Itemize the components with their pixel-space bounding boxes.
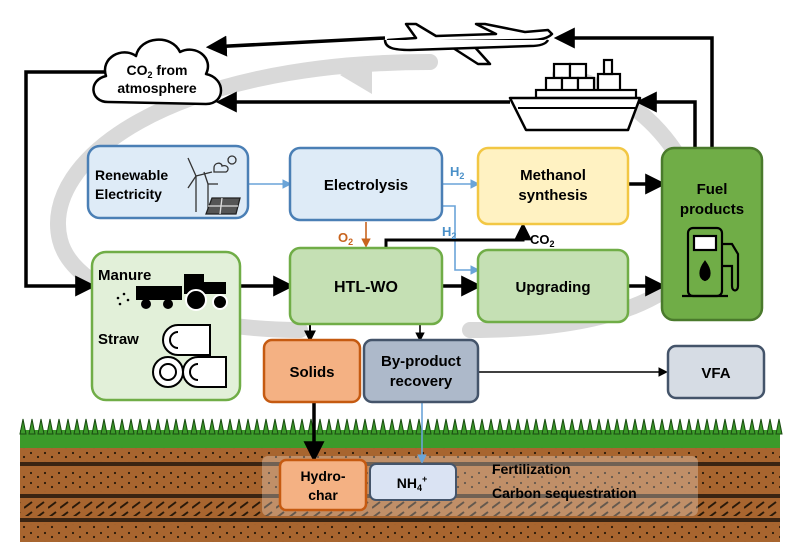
fuel-products-label-2: products xyxy=(680,201,744,218)
fuel-pump-icon xyxy=(682,226,740,298)
hydrochar-label-1: Hydro- xyxy=(300,468,345,484)
upgrading-label: Upgrading xyxy=(516,279,591,296)
vfa-node: VFA xyxy=(666,344,766,400)
wind-solar-icon xyxy=(187,155,241,215)
nh4-node: NH4+ xyxy=(369,463,457,501)
co2-cloud: CO2 from atmosphere xyxy=(92,38,223,106)
byproduct-label-2: recovery xyxy=(390,373,453,390)
htl-wo-label: HTL-WO xyxy=(334,279,398,296)
airplane-icon xyxy=(383,22,554,66)
ship-icon xyxy=(508,58,642,132)
solids-node: Solids xyxy=(262,338,362,404)
straw-bales-icon xyxy=(152,324,227,388)
hydrochar-node: Hydro- char xyxy=(278,458,368,512)
solids-label: Solids xyxy=(289,364,334,381)
byproduct-recovery-node: By-product recovery xyxy=(362,338,480,404)
h2-label-mid: H2 xyxy=(442,224,456,241)
grass xyxy=(19,418,783,448)
fuel-products-label-1: Fuel xyxy=(697,181,728,198)
co2-cloud-line2: atmosphere xyxy=(117,80,197,96)
renewable-label-1: Renewable xyxy=(95,167,168,183)
biomass-node: Manure Straw xyxy=(90,250,242,402)
methanol-label-2: synthesis xyxy=(518,187,587,204)
byproduct-label-1: By-product xyxy=(381,353,461,370)
methanol-synthesis-node: Methanol synthesis xyxy=(476,146,630,226)
manure-label: Manure xyxy=(98,267,151,284)
straw-label: Straw xyxy=(98,331,139,348)
htl-wo-node: HTL-WO xyxy=(288,246,444,326)
arrows xyxy=(24,27,714,464)
electrolysis-node: Electrolysis xyxy=(288,146,444,222)
renewable-label-2: Electricity xyxy=(95,186,162,202)
nh4-label: NH4+ xyxy=(397,474,428,493)
carbon-sequestration-label: Carbon sequestration xyxy=(492,485,637,501)
co2-cloud-line1: CO2 from xyxy=(126,62,187,80)
vfa-label: VFA xyxy=(701,365,730,382)
methanol-label-1: Methanol xyxy=(520,167,586,184)
co2-label: CO2 xyxy=(530,232,555,249)
hydrochar-label-2: char xyxy=(308,487,338,503)
fertilization-label: Fertilization xyxy=(492,461,571,477)
h2-label-top: H2 xyxy=(450,164,464,181)
tractor-icon xyxy=(116,274,228,311)
fuel-products-node: Fuel products xyxy=(660,146,764,322)
o2-label: O2 xyxy=(338,230,353,247)
renewable-electricity-node: Renewable Electricity xyxy=(86,144,250,220)
electrolysis-label: Electrolysis xyxy=(324,177,408,194)
upgrading-node: Upgrading xyxy=(476,248,630,324)
